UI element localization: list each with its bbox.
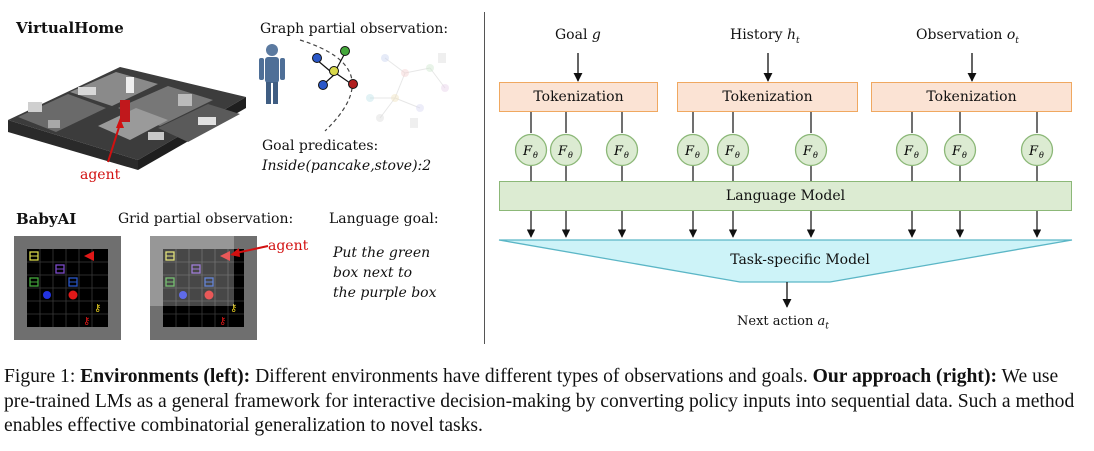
svg-text:F: F — [613, 144, 624, 159]
svg-text:θ: θ — [568, 151, 573, 160]
svg-text:F: F — [802, 144, 813, 159]
language-goal-value: Put the green box next to the purple box — [333, 245, 437, 301]
agent-label-virtualhome: agent — [80, 167, 121, 183]
tokenization-box-observation: Tokenization — [871, 82, 1072, 112]
svg-text:θ: θ — [624, 151, 629, 160]
next-action-label: Next action at — [737, 314, 829, 332]
svg-text:⚷: ⚷ — [94, 303, 101, 314]
svg-text:F: F — [684, 144, 695, 159]
svg-text:θ: θ — [735, 151, 740, 160]
goal-predicates-value: Inside(pancake,stove):2 — [262, 158, 432, 174]
agent-pointer-arrow — [230, 245, 269, 257]
agent-label-babyai: agent — [268, 238, 309, 254]
task-specific-model-label: Task-specific Model — [730, 252, 870, 268]
caption-approach-head: Our approach (right): — [812, 366, 997, 387]
babyai-title: BabyAI — [16, 210, 77, 228]
person-icon — [259, 44, 285, 104]
diagram-connectors — [498, 53, 1073, 308]
svg-text:⚷: ⚷ — [219, 316, 226, 327]
caption-env-text: Different environments have different ty… — [255, 366, 808, 387]
language-goal-label: Language goal: — [329, 211, 439, 227]
svg-text:F: F — [951, 144, 962, 159]
svg-text:F: F — [724, 144, 735, 159]
babyai-partial-grid-image: ⚷ ⚷ — [150, 236, 257, 340]
grid-observation-label: Grid partial observation: — [118, 211, 294, 227]
caption-figure-label: Figure 1: — [4, 366, 76, 387]
svg-text:θ: θ — [813, 151, 818, 160]
tokenization-box-goal: Tokenization — [499, 82, 658, 112]
svg-text:θ: θ — [1039, 151, 1044, 160]
svg-text:θ: θ — [533, 151, 538, 160]
input-goal-label: Goal g — [555, 27, 601, 43]
input-history-label: History ht — [730, 27, 800, 46]
caption-env-head: Environments (left): — [80, 366, 251, 387]
svg-text:θ: θ — [962, 151, 967, 160]
svg-text:F: F — [557, 144, 568, 159]
svg-text:θ: θ — [695, 151, 700, 160]
panel-divider — [484, 12, 485, 344]
language-model-box: Language Model — [499, 181, 1072, 211]
svg-text:F: F — [1028, 144, 1039, 159]
tokenization-box-history: Tokenization — [677, 82, 858, 112]
graph-observation-label: Graph partial observation: — [260, 21, 449, 37]
virtualhome-title: VirtualHome — [16, 19, 124, 37]
input-observation-label: Observation ot — [916, 27, 1019, 46]
figure-caption: Figure 1: Environments (left): Different… — [4, 365, 1090, 439]
svg-text:⚷: ⚷ — [230, 303, 237, 314]
svg-text:F: F — [522, 144, 533, 159]
goal-predicates-label: Goal predicates: — [262, 138, 379, 154]
virtualhome-scene-image — [8, 67, 246, 170]
svg-text:θ: θ — [914, 151, 919, 160]
svg-text:F: F — [903, 144, 914, 159]
graph-observation-image — [259, 39, 449, 132]
caption-approach-text: We use pre-trained LMs as a general fram… — [4, 366, 1075, 436]
babyai-full-grid-image: ⚷ ⚷ — [14, 236, 121, 340]
svg-text:⚷: ⚷ — [83, 316, 90, 327]
